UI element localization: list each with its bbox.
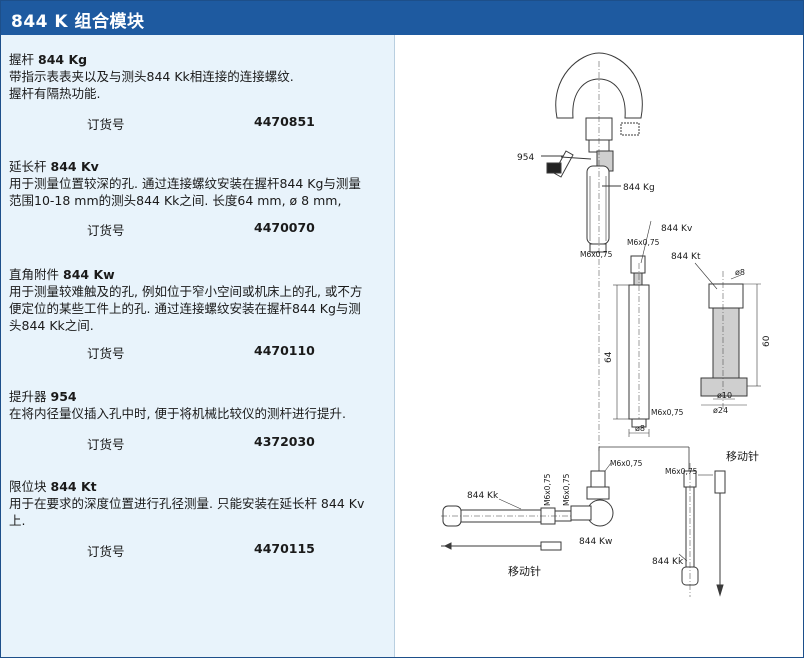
label-954: 954 <box>517 153 534 163</box>
order-number: 4470851 <box>254 114 315 129</box>
label-m6-kk-right: M6x0,75 <box>665 467 698 476</box>
product-name: 提升器 954 <box>9 388 391 405</box>
label-m6-top: M6x0,75 <box>580 250 613 259</box>
product-list-panel: 握杆 844 Kg 带指示表表夹以及与测头844 Kk相连接的连接螺纹. 握杆有… <box>1 35 395 657</box>
label-dia8-kv: ø8 <box>635 424 645 433</box>
desc-line: 便定位的某些工件上的孔. 通过连接螺纹安装在握杆844 Kg与测 <box>9 301 361 316</box>
extension-rod-844kv-drawing <box>613 220 652 437</box>
desc-line: 握杆有隔热功能. <box>9 86 101 101</box>
dim-64: 64 <box>604 351 614 363</box>
label-m6-kw-top: M6x0,75 <box>610 459 643 468</box>
product-844kt: 限位块 844 Kt 用于在要求的深度位置进行孔径测量. 只能安装在延长杆 84… <box>9 478 391 529</box>
label-844kk-right: 844 Kk <box>652 557 684 567</box>
desc-line: 头844 Kk之间. <box>9 318 94 333</box>
label-844kk-left: 844 Kk <box>467 491 499 501</box>
order-row-844kv: 订货号 4470070 <box>9 220 391 238</box>
product-844kg: 握杆 844 Kg 带指示表表夹以及与测头844 Kk相连接的连接螺纹. 握杆有… <box>9 51 391 102</box>
desc-line: 用于测量位置较深的孔. 通过连接螺纹安装在握杆844 Kg与测量 <box>9 176 361 191</box>
product-model: 844 Kt <box>50 479 97 494</box>
label-move-pin-left: 移动针 <box>508 564 541 578</box>
probe-844kk-left-drawing <box>441 498 573 551</box>
label-m6-vert2: M6x0,75 <box>562 473 571 506</box>
product-name-cn: 直角附件 <box>9 267 60 282</box>
order-number: 4470115 <box>254 541 315 556</box>
order-row-844kg: 订货号 4470851 <box>9 114 391 132</box>
label-844kv: 844 Kv <box>661 224 693 234</box>
label-844kt: 844 Kt <box>671 252 701 262</box>
label-move-pin-right: 移动针 <box>726 449 759 463</box>
product-844kw: 直角附件 844 Kw 用于测量较难触及的孔, 例如位于窄小空间或机床上的孔, … <box>9 266 391 334</box>
product-name-cn: 提升器 <box>9 389 47 404</box>
product-model: 844 Kg <box>38 52 88 67</box>
probe-844kk-right-drawing <box>678 463 726 597</box>
order-label: 订货号 <box>87 437 125 452</box>
product-name-cn: 限位块 <box>9 479 47 494</box>
desc-line: 带指示表表夹以及与测头844 Kk相连接的连接螺纹. <box>9 69 294 84</box>
label-dia10: ø10 <box>717 391 732 400</box>
order-row-844kw: 订货号 4470110 <box>9 343 391 361</box>
order-row-954: 订货号 4372030 <box>9 434 391 452</box>
stop-844kt-drawing <box>694 262 761 411</box>
desc-line: 范围10-18 mm的测头844 Kk之间. 长度64 mm, ø 8 mm, <box>9 193 342 208</box>
product-model: 844 Kw <box>63 267 115 282</box>
angle-attachment-844kw-drawing <box>570 462 614 527</box>
technical-drawing: 954 844 Kg M6x0,75 M6x0,75 844 Kv <box>441 52 772 597</box>
order-number: 4470070 <box>254 220 315 235</box>
desc-line: 在将内径量仪插入孔中时, 便于将机械比较仪的测杆进行提升. <box>9 406 346 421</box>
label-m6-kv: M6x0,75 <box>627 238 660 247</box>
order-label: 订货号 <box>87 223 125 238</box>
product-name: 延长杆 844 Kv <box>9 158 391 175</box>
label-dia24: ø24 <box>713 406 728 415</box>
order-number: 4470110 <box>254 343 315 358</box>
lifter-954-drawing <box>541 150 592 178</box>
desc-line: 用于测量较难触及的孔, 例如位于窄小空间或机床上的孔, 或不方 <box>9 284 363 299</box>
connector-lines <box>598 446 690 471</box>
label-m6-kv-bottom: M6x0,75 <box>651 408 684 417</box>
label-m6-vert1: M6x0,75 <box>543 473 552 506</box>
order-label: 订货号 <box>87 117 125 132</box>
product-954: 提升器 954 在将内径量仪插入孔中时, 便于将机械比较仪的测杆进行提升. <box>9 388 391 422</box>
product-name: 握杆 844 Kg <box>9 51 391 68</box>
product-name: 限位块 844 Kt <box>9 478 391 495</box>
label-844kg: 844 Kg <box>623 183 655 193</box>
label-844kw: 844 Kw <box>579 537 612 547</box>
order-label: 订货号 <box>87 346 125 361</box>
desc-line: 用于在要求的深度位置进行孔径测量. 只能安装在延长杆 844 Kv <box>9 496 365 511</box>
order-row-844kt: 订货号 4470115 <box>9 541 391 559</box>
product-name-cn: 握杆 <box>9 52 35 67</box>
product-model: 954 <box>50 389 77 404</box>
label-dia8-kt: ø8 <box>735 268 745 277</box>
title-bar: 844 K 组合模块 <box>1 1 803 35</box>
order-label: 订货号 <box>87 544 125 559</box>
order-number: 4372030 <box>254 434 315 449</box>
desc-line: 上. <box>9 513 26 528</box>
product-name-cn: 延长杆 <box>9 159 47 174</box>
page-title: 844 K 组合模块 <box>11 12 145 32</box>
product-844kv: 延长杆 844 Kv 用于测量位置较深的孔. 通过连接螺纹安装在握杆844 Kg… <box>9 158 391 209</box>
product-name: 直角附件 844 Kw <box>9 266 391 283</box>
dim-60: 60 <box>762 335 772 347</box>
technical-drawing-panel: 954 844 Kg M6x0,75 M6x0,75 844 Kv <box>395 35 803 657</box>
product-model: 844 Kv <box>50 159 99 174</box>
